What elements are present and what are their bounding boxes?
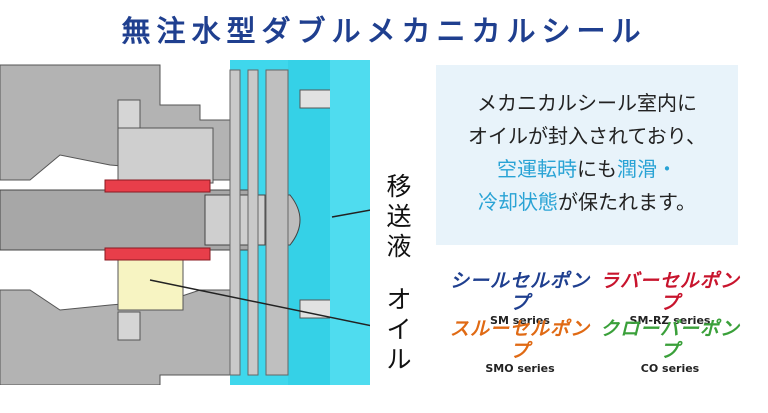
leader-oil [149, 279, 370, 327]
oil-chamber-upper [117, 127, 214, 184]
description-text: にも [577, 157, 617, 181]
oil-chamber-lower [117, 254, 184, 311]
bolt-bottom [117, 311, 141, 341]
label-oil: オ イ ル [384, 285, 414, 375]
label-transfer-liquid: 移 送 液 [384, 172, 414, 262]
label-char: イ [386, 315, 412, 344]
highlight-cooling: 冷却状態 [478, 190, 558, 214]
series-logo-smo: スルーセルポンプ SMO series [445, 318, 595, 375]
seal-lower [104, 247, 211, 261]
seal-cross-section-diagram [0, 60, 370, 385]
plate-1 [229, 69, 241, 376]
series-logo-sm-rz: ラバーセルポンプ SM-RZ series [595, 270, 745, 327]
leader-transfer [331, 209, 370, 218]
label-char: 送 [386, 202, 412, 231]
series-code: CO series [640, 362, 700, 375]
series-logo-sm: シールセルポンプ SM series [445, 270, 595, 327]
right-casing [330, 60, 370, 385]
description-line-4: 冷却状態が保たれます。 [436, 186, 738, 219]
series-logo-co: クローバーポンプ CO series [595, 318, 745, 375]
description-line-1: メカニカルシール室内に [477, 91, 697, 115]
casing-lower [0, 289, 231, 385]
label-char: ル [386, 345, 412, 374]
series-logo-text: クローバーポンプ [600, 318, 740, 362]
label-char: 液 [386, 232, 412, 261]
bolt-top [117, 99, 141, 129]
description-box: メカニカルシール室内に オイルが封入されており、 空運転時にも潤滑・ 冷却状態が… [436, 65, 738, 245]
label-char: オ [386, 285, 412, 314]
series-logo-text: シールセルポンプ [449, 270, 590, 314]
highlight-lubrication: 潤滑 [617, 157, 657, 181]
highlight-dry-run: 空運転時 [497, 157, 577, 181]
series-code: SM series [490, 314, 550, 327]
description-line-2: オイルが封入されており、 [468, 124, 706, 148]
page-title: 無注水型ダブルメカニカルシール [121, 14, 647, 48]
series-code: SM-RZ series [629, 314, 711, 327]
series-code: SMO series [485, 362, 555, 375]
seal-upper [104, 179, 211, 193]
description-text: が保たれます。 [558, 190, 696, 214]
plate-3 [265, 69, 289, 376]
label-char: 移 [386, 172, 412, 201]
series-logo-text: スルーセルポンプ [449, 318, 590, 362]
series-logo-text: ラバーセルポンプ [600, 270, 740, 314]
description-line-3: 空運転時にも潤滑・ [436, 153, 738, 186]
description-text: ・ [657, 157, 677, 181]
plate-2 [247, 69, 259, 376]
